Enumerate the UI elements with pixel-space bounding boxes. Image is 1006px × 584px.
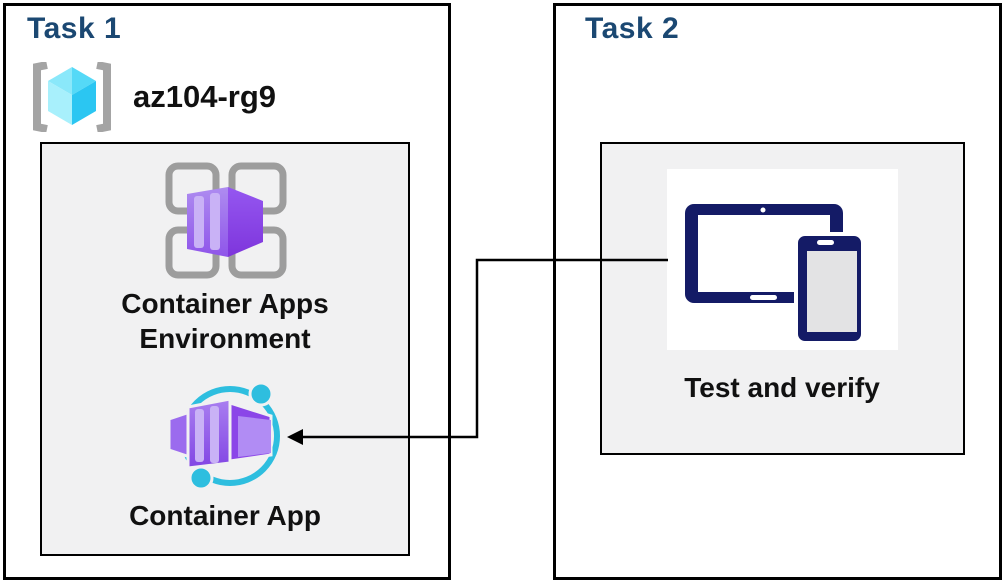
test-and-verify-label: Test and verify [684,372,880,403]
container-apps-environment-icon [165,162,287,279]
devices-plate [667,169,898,350]
resource-group-icon [33,62,111,132]
devices-icon [685,204,865,345]
resource-group-name: az104-rg9 [133,79,277,114]
container-app-icon [168,383,280,489]
task2-title: Task 2 [585,12,680,45]
container-app-label: Container App [129,500,321,531]
task1-title: Task 1 [27,12,122,45]
environment-label: Container Apps Environment [121,288,329,354]
